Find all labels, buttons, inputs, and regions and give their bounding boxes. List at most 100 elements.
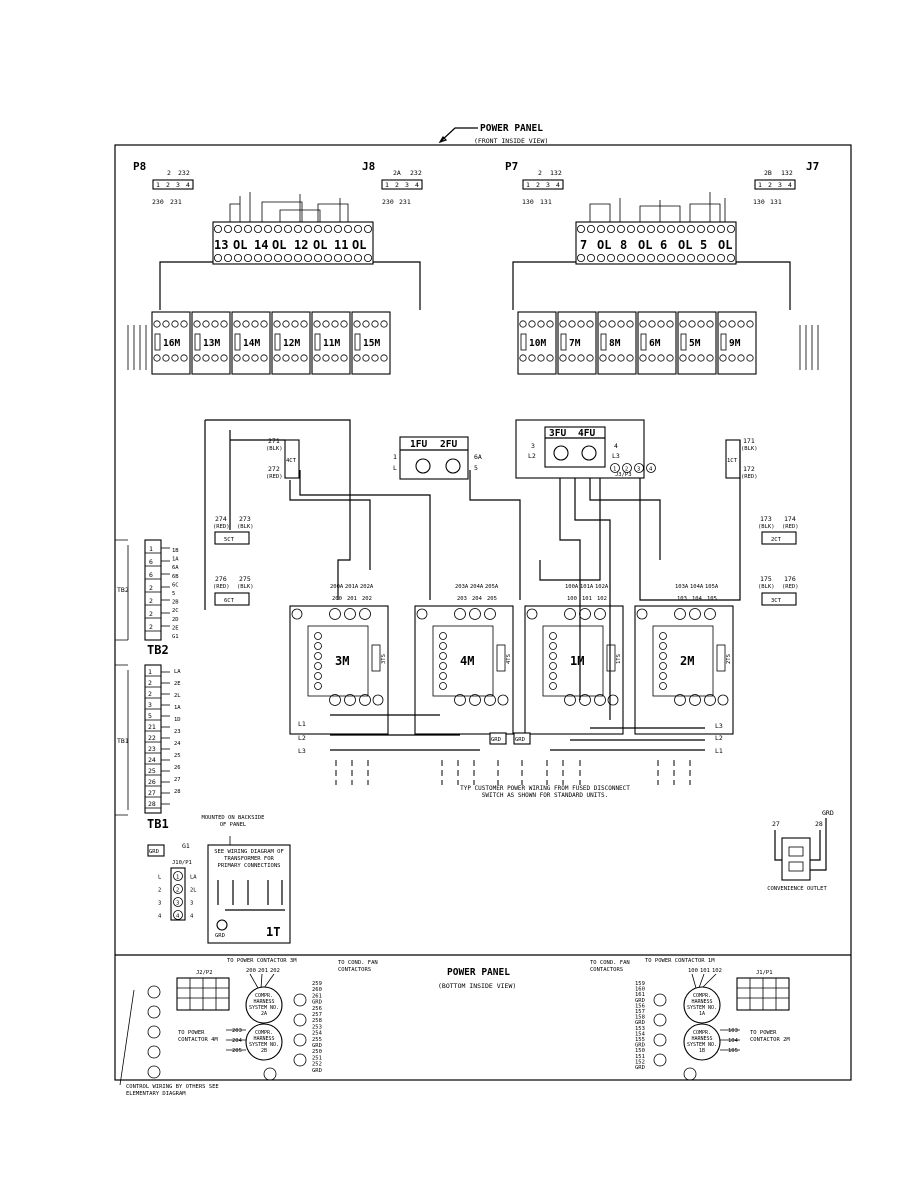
- contact-terminal: [313, 354, 321, 362]
- fan-contactor-label: 5M: [689, 338, 701, 349]
- contact-terminal: [688, 354, 696, 362]
- knockout-icon: [147, 1065, 161, 1079]
- contact-terminal: [586, 354, 594, 362]
- p7-pin: 3: [546, 181, 550, 189]
- contactor-inner: [652, 625, 714, 697]
- contact-terminal: [211, 320, 219, 328]
- ol-terminal: [617, 224, 626, 233]
- fan-contactor-label: 10M: [529, 338, 546, 349]
- contact-terminal: [586, 320, 594, 328]
- contact-terminal: [746, 320, 754, 328]
- fan-left-wire: GRD: [312, 1000, 322, 1006]
- transformer-see-text: SEE WIRING DIAGRAM OF TRANSFORMER FOR PR…: [214, 849, 284, 869]
- aux-terminal: [549, 672, 557, 680]
- ol-right-circles: [577, 224, 736, 262]
- harness-1b-icon: [683, 1023, 721, 1061]
- plug-j8: J8 2A 232 1 2 3 4 230 231: [362, 160, 423, 206]
- ol-terminal: [637, 253, 646, 262]
- ct-name: 5CT: [224, 537, 235, 543]
- tb1-terminal: 21: [148, 723, 156, 731]
- contact-terminal: [519, 354, 527, 362]
- transformer-name: 1T: [266, 925, 280, 939]
- fan-contactor-label: 16M: [163, 338, 180, 349]
- j10-pin-number: 3: [176, 901, 179, 907]
- contact-terminal: [260, 354, 268, 362]
- wire-ol-left-out2: [373, 261, 421, 310]
- outlet-label-text: CONVENIENCE OUTLET: [767, 886, 827, 892]
- wire-ol-right-out2: [736, 261, 791, 310]
- control-wires-left: [204, 419, 371, 610]
- tb2-side-label: TB2: [117, 586, 129, 594]
- contact-terminal: [220, 320, 228, 328]
- j10-pin-number: 2: [176, 888, 179, 894]
- wire-ol-left-out: [159, 261, 213, 310]
- contact-terminal: [568, 320, 576, 328]
- cond-fan-right-text: TO COND. FAN CONTACTORS: [590, 960, 630, 973]
- j7-bottom-1: 131: [770, 198, 782, 206]
- ol-terminal: [607, 224, 616, 233]
- knockout-icon: [683, 1067, 697, 1081]
- tb2-wire-label: 6B: [172, 574, 179, 580]
- aux-terminal: [659, 642, 667, 650]
- contact-terminal: [617, 354, 625, 362]
- tb1-terminal: 26: [148, 778, 156, 786]
- p8-bottom-0: 230: [152, 198, 164, 206]
- fuse-1fu-icon: [415, 458, 431, 474]
- j8-pin: 1: [385, 181, 389, 189]
- contact-terminal: [737, 320, 745, 328]
- harness-2b-text: COMPR. HARNESS SYSTEM NO. 2B: [248, 1030, 280, 1054]
- p7-pin: 2: [536, 181, 540, 189]
- j2-label: J2/P2: [196, 970, 213, 976]
- contact-terminal: [162, 320, 170, 328]
- contactor-term-label: 205: [487, 596, 497, 602]
- ol-terminal: [637, 224, 646, 233]
- contact-terminal: [737, 354, 745, 362]
- contact-terminal: [666, 354, 674, 362]
- j8-top-0: 2A: [393, 169, 401, 177]
- ol-terminal: [333, 224, 342, 233]
- wire-3m-label: 201: [258, 968, 268, 974]
- fan-contactor-label: 15M: [363, 338, 380, 349]
- contact-terminal: [202, 320, 210, 328]
- header-leader: [439, 127, 478, 143]
- contact-terminal: [608, 320, 616, 328]
- tb2-terminal: 2: [149, 610, 153, 618]
- line-terminal: [469, 608, 481, 620]
- j8-pin: 2: [395, 181, 399, 189]
- ol-terminal: [283, 253, 292, 262]
- j10-right-wire: 3: [190, 901, 193, 907]
- contact-terminal: [291, 354, 299, 362]
- line-terminal: [359, 608, 371, 620]
- j8-pin: 3: [405, 181, 409, 189]
- contactor-term-label: 105: [707, 596, 717, 602]
- ol-terminal: [293, 224, 302, 233]
- ol-terminal: [607, 253, 616, 262]
- j7-top-1: 132: [781, 169, 793, 177]
- j8-label: J8: [362, 160, 375, 173]
- contactor-name: 2M: [680, 654, 694, 668]
- outlet-label: CONVENIENCE OUTLET: [767, 886, 827, 892]
- ol-terminal: [213, 224, 222, 233]
- ol-terminal: [273, 253, 282, 262]
- aux-terminal: [439, 672, 447, 680]
- fan-contactor-16m: [151, 311, 191, 375]
- tb2-wire-label: 2C: [172, 608, 179, 614]
- aux-terminal: [439, 652, 447, 660]
- header-title: POWER PANEL: [480, 123, 543, 134]
- j7-pin: 2: [768, 181, 772, 189]
- contactor-term-label: 200: [332, 596, 342, 602]
- p7-bottom-0: 130: [522, 198, 534, 206]
- outlet-wire: GRD: [822, 809, 834, 817]
- ol-terminal: [587, 224, 596, 233]
- tb2-wire-label: 2B: [172, 600, 179, 606]
- customer-power-lines: L1 L2 L3 L3 L2 L1 GRD GRD TYP CUSTOMER P…: [298, 714, 723, 799]
- tb1-terminal: 3: [148, 701, 152, 709]
- harness-2a-text: COMPR. HARNESS SYSTEM NO. 2A: [248, 993, 280, 1017]
- ol-terminal: [353, 224, 362, 233]
- outlet-wires: [774, 818, 827, 871]
- contact-terminal: [380, 354, 388, 362]
- p7-bottom-1: 131: [540, 198, 552, 206]
- contact-terminal: [162, 354, 170, 362]
- ct-wire: (RED): [213, 524, 230, 530]
- convenience-outlet: 27 28 GRD CONVENIENCE OUTLET: [767, 809, 834, 892]
